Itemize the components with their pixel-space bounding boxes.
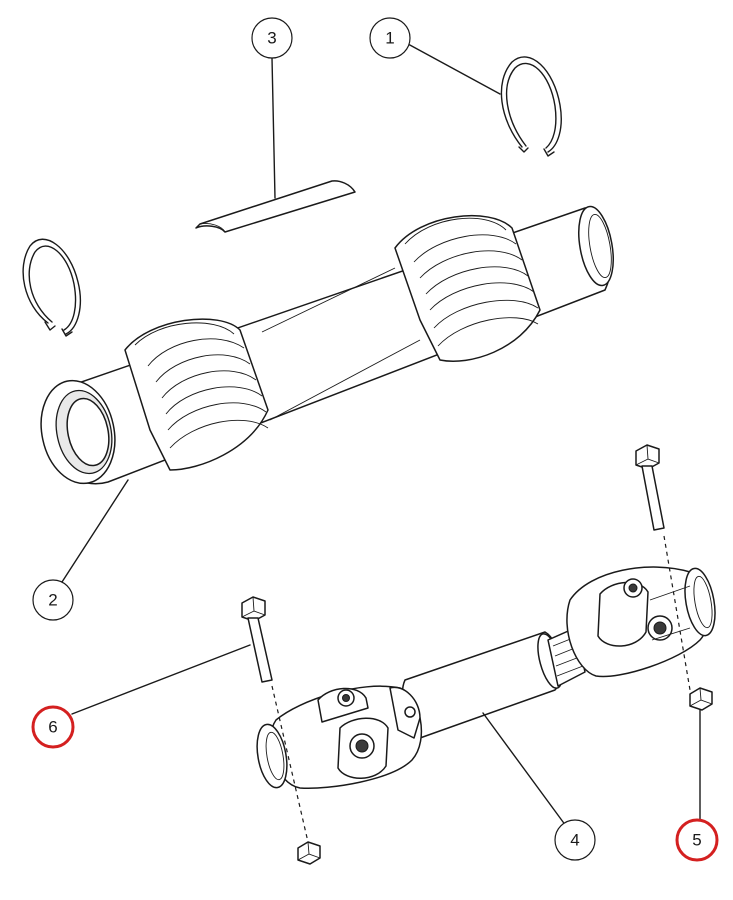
nut-left bbox=[297, 841, 321, 865]
callout-3: 3 bbox=[251, 17, 293, 59]
svg-text:6: 6 bbox=[48, 718, 57, 737]
callout-1: 1 bbox=[369, 17, 411, 59]
shaft-guard bbox=[40, 205, 614, 485]
callout-4: 4 bbox=[554, 819, 596, 861]
label-strip bbox=[195, 180, 356, 233]
assembly-lines bbox=[271, 535, 691, 843]
callout-2: 2 bbox=[32, 579, 74, 621]
svg-text:1: 1 bbox=[385, 29, 394, 48]
svg-text:5: 5 bbox=[692, 831, 701, 850]
callout-5: 5 bbox=[675, 818, 719, 862]
nut-right bbox=[689, 687, 713, 711]
leader-3 bbox=[271, 57, 276, 199]
callout-6: 6 bbox=[31, 705, 75, 749]
leader-lines bbox=[61, 43, 701, 827]
leader-1 bbox=[407, 43, 501, 95]
leader-6 bbox=[71, 644, 251, 715]
pto-shaft-assembly bbox=[256, 566, 716, 790]
leader-4 bbox=[482, 712, 567, 827]
retaining-ring-left bbox=[22, 238, 82, 337]
leader-2 bbox=[61, 479, 129, 583]
svg-text:3: 3 bbox=[267, 29, 276, 48]
bolt-left bbox=[241, 596, 273, 683]
svg-text:4: 4 bbox=[570, 831, 579, 850]
svg-text:2: 2 bbox=[48, 591, 57, 610]
bolt-right bbox=[635, 444, 665, 531]
retaining-ring-top bbox=[500, 56, 562, 157]
